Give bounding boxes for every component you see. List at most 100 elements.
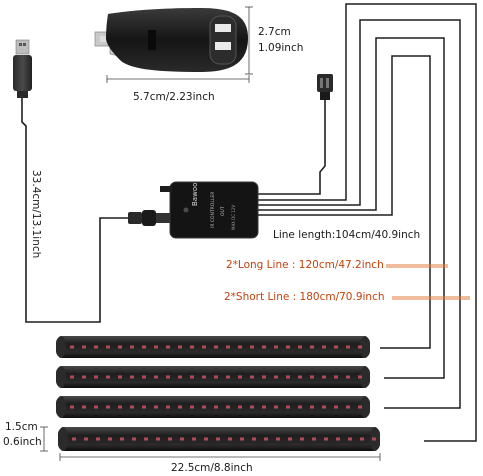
ir-controller [160,181,259,239]
strip-length-label: 22.5cm/8.8inch [171,462,253,474]
led-chip [240,437,244,441]
led-chip [334,405,338,409]
led-chip [84,437,88,441]
led-chip [322,405,326,409]
led-chip [286,405,290,409]
led-chip [346,345,350,349]
led-chip [178,345,182,349]
line-length-label: Line length:104cm/40.9inch [273,229,421,241]
led-chip [120,437,124,441]
led-chip [286,375,290,379]
output-cables [258,3,477,442]
led-chip [312,437,316,441]
led-chip [298,345,302,349]
led-chip [262,375,266,379]
led-chip [108,437,112,441]
led-chip [94,405,98,409]
led-chip [180,437,184,441]
led-chip [130,345,134,349]
strip-dimension-lines [40,426,381,461]
car-charger [94,8,248,72]
led-chip [178,375,182,379]
led-chip [190,375,194,379]
led-chip [154,345,158,349]
led-chip [288,437,292,441]
led-chip [228,437,232,441]
led-chip [178,405,182,409]
charger-dimension-lines [106,6,253,83]
usb-cable-length: 33.4cm/13.1inch [30,170,42,259]
led-chip [298,405,302,409]
led-chip [298,375,302,379]
led-chip [130,405,134,409]
led-strip-3 [56,396,370,418]
led-chip [70,405,74,409]
led-chip [336,437,340,441]
led-chip [322,345,326,349]
led-chip [202,375,206,379]
led-chip [96,437,100,441]
led-chip [286,345,290,349]
led-chip [262,405,266,409]
led-chip [202,405,206,409]
led-chip [238,375,242,379]
led-chip [226,375,230,379]
usb-cable [21,98,128,323]
led-chip [142,405,146,409]
led-chip [348,437,352,441]
led-chip [250,405,254,409]
led-chip [310,405,314,409]
controller-out: OUT [221,206,226,216]
long-line-label: 2*Long Line : 120cm/47.2inch [226,259,384,271]
led-chip [262,345,266,349]
led-chip [214,345,218,349]
led-chip [372,437,376,441]
usb-plug [13,39,32,98]
led-chip [70,345,74,349]
led-chip [82,405,86,409]
led-chip [252,437,256,441]
controller-brand: Bawoo [191,182,199,206]
led-chip [142,375,146,379]
led-chip [334,375,338,379]
led-chip [276,437,280,441]
led-chip [118,375,122,379]
led-chip [334,345,338,349]
strip-height-inch: 0.6inch [3,436,42,448]
led-chip [190,345,194,349]
led-chip [190,405,194,409]
barrel-jack [128,210,170,226]
led-chips [70,345,376,441]
led-chip [214,405,218,409]
led-chip [118,345,122,349]
strip-height-cm: 1.5cm [5,421,38,433]
led-chip [106,345,110,349]
led-chip [130,375,134,379]
led-chip [360,437,364,441]
led-chip [346,405,350,409]
led-chip [82,345,86,349]
led-chip [156,437,160,441]
led-chip [166,345,170,349]
led-chip [358,375,362,379]
led-chip [216,437,220,441]
led-chip [322,375,326,379]
led-chip [274,345,278,349]
led-chip [168,437,172,441]
led-chip [70,375,74,379]
controller-text: IR CONTROLLER [211,191,216,228]
dc-cable [258,100,326,195]
led-chip [238,405,242,409]
led-chip [166,405,170,409]
led-chip [72,437,76,441]
charger-height-cm: 2.7cm [258,26,291,38]
led-chip [154,405,158,409]
charger-height-inch: 1.09inch [258,42,304,54]
led-chip [132,437,136,441]
led-chip [358,345,362,349]
led-chip [94,375,98,379]
led-chip [346,375,350,379]
led-chip [166,375,170,379]
led-chip [250,345,254,349]
